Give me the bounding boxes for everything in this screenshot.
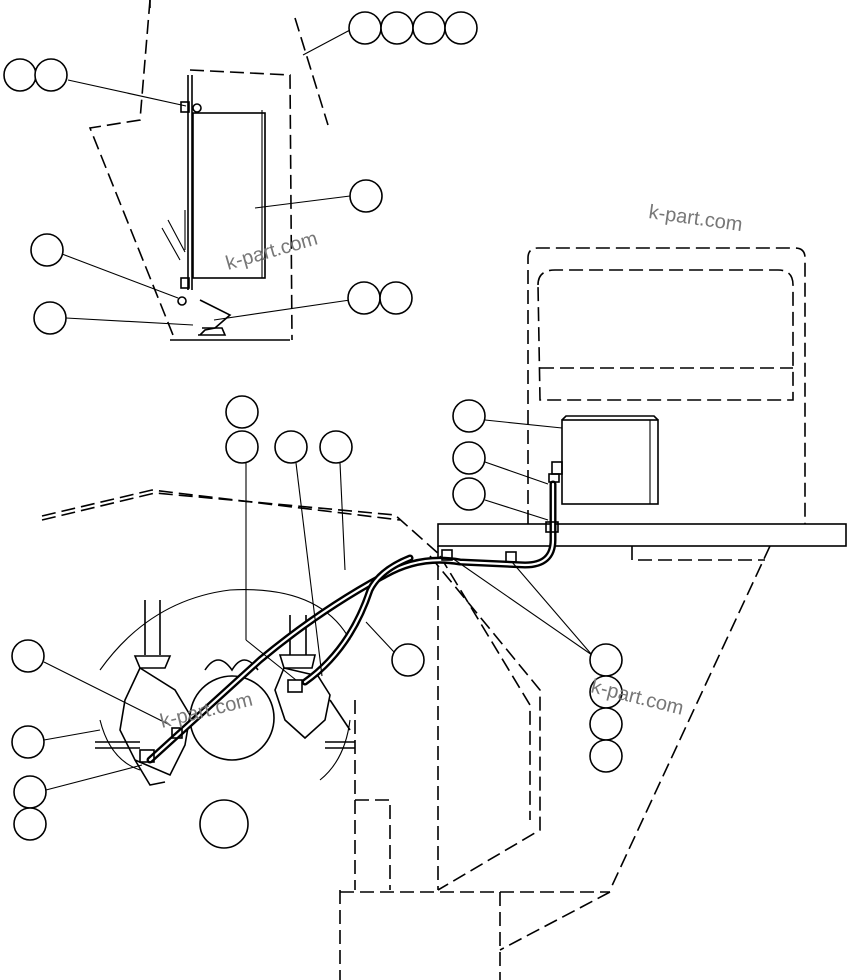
callout-top-right-group[interactable] [302, 11, 478, 56]
callout-hose-mid[interactable] [365, 621, 425, 677]
callouts-detail [3, 11, 478, 335]
callout-left-c[interactable] [13, 764, 143, 841]
pump-assembly [95, 600, 355, 786]
main-view-structure [41, 247, 847, 980]
watermark-detail: k-part.com [223, 228, 320, 275]
bolt-top [180, 101, 202, 113]
callout-center-large[interactable] [199, 799, 249, 849]
callout-box-right-b[interactable] [452, 441, 549, 485]
watermark-center: k-part.com [158, 689, 255, 733]
bolt-bottom [177, 277, 190, 306]
hoses [139, 480, 559, 764]
callout-clamp-group[interactable] [451, 557, 623, 773]
callout-foot-group[interactable] [213, 281, 413, 321]
callouts-main [11, 395, 623, 849]
callout-left-a[interactable] [11, 639, 171, 726]
callout-fitting-b[interactable] [319, 430, 353, 571]
callout-fitting-a[interactable] [274, 430, 323, 677]
callout-hose-upper-group[interactable] [225, 395, 297, 681]
callout-box-right-c[interactable] [452, 477, 549, 521]
callout-box[interactable] [254, 179, 383, 213]
control-box [548, 415, 659, 505]
deck-plate [437, 523, 847, 547]
callout-base[interactable] [33, 301, 194, 335]
callout-box-right-a[interactable] [452, 399, 563, 433]
watermark-top: k-part.com [647, 201, 744, 236]
detail-view-bracket-mount [88, 0, 329, 341]
callout-top-left-group[interactable] [3, 58, 187, 107]
callout-bracket[interactable] [30, 233, 179, 299]
callout-left-b[interactable] [11, 725, 101, 759]
